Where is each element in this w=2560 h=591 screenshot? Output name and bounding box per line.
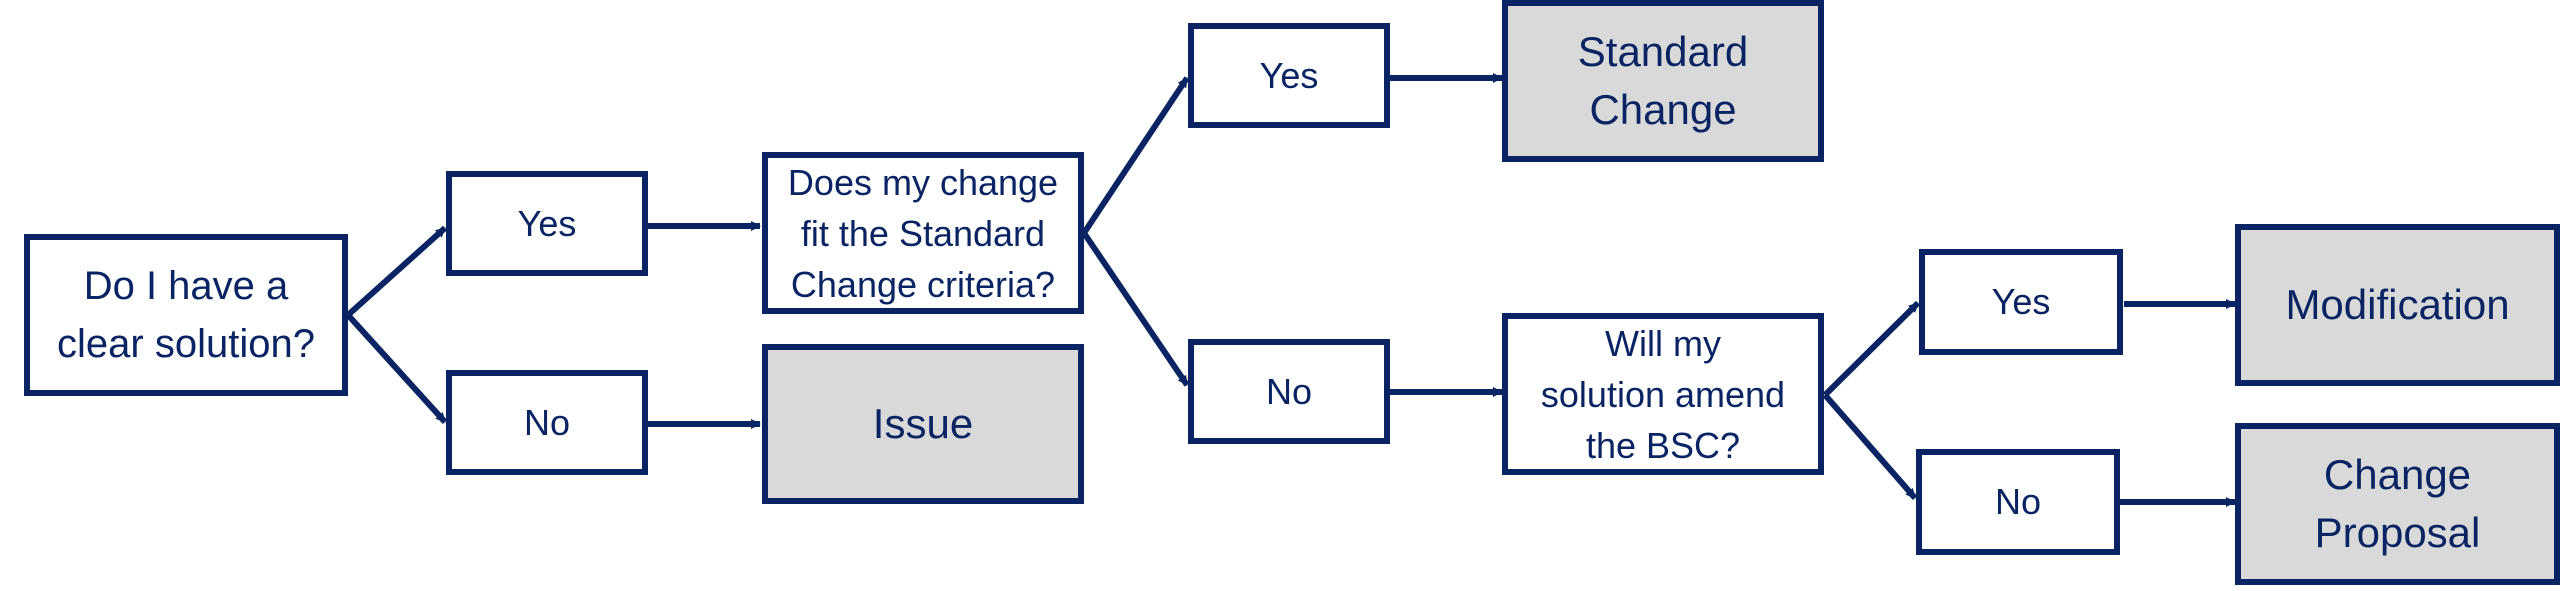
answer-no-3: No bbox=[1916, 449, 2120, 555]
outcome-standard-change: Standard Change bbox=[1502, 0, 1824, 162]
answer-no-1-label: No bbox=[523, 401, 571, 443]
answer-yes-3-label: Yes bbox=[1991, 281, 2051, 322]
outcome-issue: Issue bbox=[762, 344, 1084, 504]
arrow-amend-question-to-yes bbox=[1822, 300, 1921, 398]
question-clear-solution-text: Do I have a clear solution? bbox=[57, 264, 315, 366]
outcome-standard-change-label: Standard Change bbox=[1577, 28, 1749, 133]
outcome-change-proposal: Change Proposal bbox=[2235, 423, 2560, 585]
outcome-modification: Modification bbox=[2235, 224, 2560, 386]
answer-yes-3: Yes bbox=[1919, 249, 2123, 355]
arrow-amend-question-to-no bbox=[1822, 393, 1918, 500]
question-amend-bsc: Will my solution amend the BSC? bbox=[1502, 313, 1824, 475]
arrow-standard-question-to-yes bbox=[1081, 76, 1190, 235]
outcome-modification-label: Modification bbox=[2285, 281, 2510, 328]
arrow-standard-question-to-no bbox=[1081, 231, 1190, 387]
arrow-clear-solution-to-yes bbox=[345, 225, 448, 318]
outcome-change-proposal-label: Change Proposal bbox=[2314, 451, 2481, 556]
answer-yes-1-label: Yes bbox=[517, 202, 577, 244]
arrow-clear-solution-to-no bbox=[345, 312, 448, 425]
question-clear-solution: Do I have a clear solution? bbox=[24, 234, 348, 396]
question-standard-change-criteria-text: Does my change fit the Standard Change c… bbox=[787, 161, 1059, 305]
question-amend-bsc-text: Will my solution amend the BSC? bbox=[1540, 322, 1786, 466]
question-standard-change-criteria: Does my change fit the Standard Change c… bbox=[762, 152, 1084, 314]
answer-no-1: No bbox=[446, 370, 648, 475]
answer-no-3-label: No bbox=[1994, 481, 2042, 522]
answer-no-2: No bbox=[1188, 339, 1390, 444]
answer-no-2-label: No bbox=[1265, 370, 1313, 412]
outcome-issue-label: Issue bbox=[872, 400, 974, 447]
answer-yes-1: Yes bbox=[446, 171, 648, 276]
answer-yes-2: Yes bbox=[1188, 23, 1390, 128]
answer-yes-2-label: Yes bbox=[1259, 54, 1319, 96]
